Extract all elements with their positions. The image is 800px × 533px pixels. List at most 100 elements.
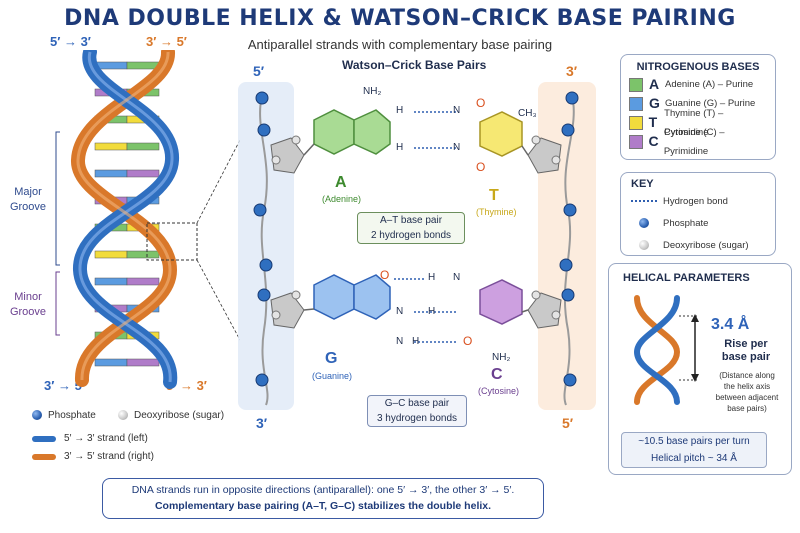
helix-bottom-left-label: 3′ → 5′ [44,378,85,393]
cytosine-swatch [629,134,643,149]
zoom-box [146,222,198,261]
pairs-right-bottom-end: 5′ [562,415,574,431]
sugar-icon [118,410,128,421]
legend-strand-left: 5′ → 3′ strand (left) [32,433,148,444]
helix-rung-left [94,169,128,178]
minor-groove-bracket [55,271,60,336]
adenine-letter: A [335,174,347,191]
sugar-sphere [531,135,541,145]
thymine-name: (Thymine) [476,207,517,217]
major-groove-bracket [55,131,60,266]
cytosine-name: (Cytosine) [478,386,520,396]
phosphate-sphere [257,288,271,302]
guanine-name: (Guanine) [312,371,353,381]
adenine-nh2: NH₂ [363,86,382,97]
key-row-phosphate: Phosphate [631,212,765,234]
helix-rung-left [94,358,128,367]
helix-rung-right [126,142,160,151]
guanine-ring [313,274,355,320]
key-row-hbond: Hydrogen bond [631,190,765,212]
atom-h-1: H [396,105,404,116]
atom-h-5: H [412,336,420,347]
adenine-ring [313,109,355,155]
phosphate-sphere [559,258,573,272]
atom-o-4: O [463,334,473,348]
key-row-sugar: Deoxyribose (sugar) [631,234,765,256]
legend-strand-right: 3′ → 5′ strand (right) [32,451,154,462]
atom-n-4: N [396,306,404,317]
legend-sugar: Deoxyribose (sugar) [118,410,224,421]
atom-h-4: H [428,306,436,317]
legend-phosphate: Phosphate [32,410,96,421]
params-panel-title: HELICAL PARAMETERS [623,272,750,284]
thymine-ring [479,111,523,157]
cytosine-letter: C [491,366,503,383]
base-pair-diagram [238,82,596,410]
sugar-icon [639,240,649,250]
helix-top-right-label: 3′ → 5′ [146,34,187,49]
phosphate-sphere [561,288,575,302]
atom-n-5: N [396,336,404,347]
phosphate-sphere [255,373,269,387]
helix-top-left-label: 5′ → 3′ [50,34,91,49]
helix-rung-right [126,61,160,70]
helix-rung-right [126,169,160,178]
phosphate-sphere [257,123,271,137]
thymine-ch3: CH₃ [518,108,537,119]
pairs-left-top-end: 5′ [253,63,265,79]
page-subtitle: Antiparallel strands with complementary … [247,37,553,52]
atom-o-3: O [380,268,390,282]
key-panel: KEY Hydrogen bond Phosphate Deoxyribose … [620,172,776,256]
helix-rung-right [126,277,160,286]
phosphate-sphere [255,91,269,105]
cytosine-nh2: NH₂ [492,352,511,363]
thymine-swatch [629,115,643,130]
pairs-left-bottom-end: 3′ [256,415,268,431]
phosphate-sphere [565,91,579,105]
atom-n-1: N [453,105,461,116]
double-helix-illustration [55,50,240,389]
phosphate-sphere [561,123,575,137]
atom-o-1: O [476,96,486,110]
helix-rung-left [94,250,128,259]
sugar-sphere [551,310,561,320]
helix-rung-left [94,142,128,151]
pairs-right-top-end: 3′ [566,63,578,79]
blue-strand-icon [32,435,56,442]
atom-n-3: N [453,272,461,283]
page-title: DNA DOUBLE HELIX & WATSON–CRICK BASE PAI… [64,6,736,31]
phosphate-sphere [563,203,577,217]
guanine-letter: G [325,350,338,367]
atom-h-2: H [396,142,404,153]
hydrogen-bond-icon [631,200,657,202]
sugar-sphere [551,155,561,165]
key-panel-title: KEY [631,178,654,190]
rise-value: 3.4 Å [711,316,750,333]
phosphate-icon [639,218,649,228]
helix-rung-right [126,250,160,259]
helix-rung-right [126,358,160,367]
sugar-sphere [291,135,301,145]
cytosine-ring [479,279,523,325]
atom-o-2: O [476,160,486,174]
sugar-sphere [271,155,281,165]
guanine-swatch [629,96,643,111]
adenine-swatch [629,77,643,92]
orange-strand-icon [32,453,56,460]
thymine-letter: T [489,187,499,204]
phosphate-sphere [253,203,267,217]
adenine-name: (Adenine) [322,194,362,204]
sugar-sphere [271,310,281,320]
summary-box: DNA strands run in opposite directions (… [102,478,544,519]
phosphate-icon [32,410,42,421]
